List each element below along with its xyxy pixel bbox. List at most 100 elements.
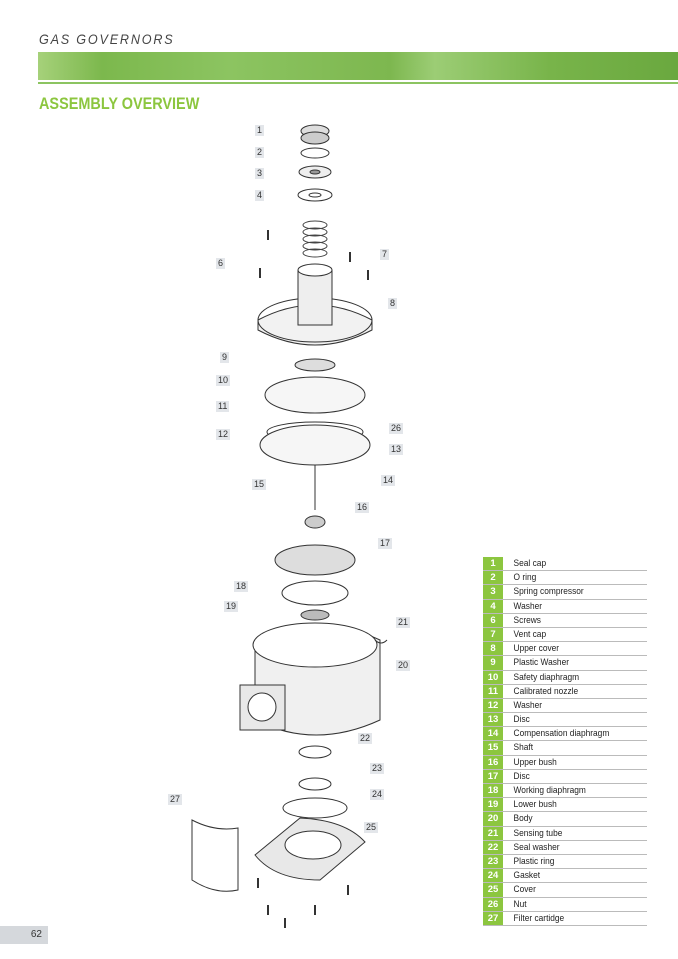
callout-label: 7 <box>380 249 390 260</box>
callout-label: 17 <box>378 538 393 549</box>
parts-list-row: 10 Safety diaphragm <box>483 670 647 685</box>
upper-cover <box>257 263 373 346</box>
part-name: O ring <box>513 572 537 584</box>
green-banner <box>38 52 678 80</box>
part-number: 3 <box>483 585 503 599</box>
part-name: Seal cap <box>513 558 547 569</box>
part-name: Safety diaphragm <box>513 671 580 683</box>
part-name: Compensation diaphragm <box>513 728 610 740</box>
callout-label: 12 <box>216 429 231 440</box>
part-name: Body <box>513 813 533 825</box>
callout-label: 23 <box>370 763 385 774</box>
callout-label: 13 <box>389 444 404 455</box>
parts-list-row: 18 Working diaphragm <box>483 784 647 799</box>
part-name: Plastic ring <box>513 855 555 867</box>
part-number: 4 <box>483 599 503 613</box>
part-number: 14 <box>483 727 503 741</box>
part-name: Washer <box>513 699 543 711</box>
part-number: 17 <box>483 769 503 783</box>
callout-label: 15 <box>252 479 267 490</box>
page-number: 62 <box>0 926 48 944</box>
parts-list-row: 19 Lower bush <box>483 798 647 813</box>
part-name: Vent cap <box>513 628 547 640</box>
parts-list-row: 11 Calibrated nozzle <box>483 684 647 699</box>
part-name: Calibrated nozzle <box>513 685 579 697</box>
callout-label: 24 <box>370 789 385 800</box>
part-name: Shaft <box>513 742 534 754</box>
callout-label: 10 <box>216 375 231 386</box>
callout-label: 9 <box>220 352 230 363</box>
spring <box>302 220 328 258</box>
part-name: Washer <box>513 600 543 612</box>
part-name: Gasket <box>513 870 541 882</box>
callout-label: 1 <box>255 125 265 136</box>
part-number: 6 <box>483 613 503 627</box>
parts-list-row: 4 Washer <box>483 599 647 614</box>
parts-list-row: 1 Seal cap <box>483 557 647 572</box>
part-name: Cover <box>513 884 536 896</box>
part-number: 22 <box>483 840 503 854</box>
parts-list-row: 2 O ring <box>483 571 647 586</box>
part-name: Lower bush <box>513 799 557 811</box>
callout-label: 21 <box>396 617 411 628</box>
part-number: 9 <box>483 656 503 670</box>
callout-label: 8 <box>388 298 398 309</box>
parts-list-row: 13 Disc <box>483 713 647 728</box>
callout-label: 6 <box>216 258 226 269</box>
part-number: 13 <box>483 713 503 727</box>
callout-label: 3 <box>255 168 265 179</box>
part-number: 1 <box>483 557 503 571</box>
callout-label: 16 <box>355 502 370 513</box>
screws <box>257 230 369 928</box>
seal-cap <box>300 124 330 145</box>
part-name: Nut <box>513 898 527 910</box>
part-number: 2 <box>483 571 503 585</box>
part-number: 11 <box>483 684 503 698</box>
part-number: 15 <box>483 741 503 755</box>
part-number: 26 <box>483 897 503 911</box>
banner-divider <box>38 82 678 84</box>
callout-label: 11 <box>216 401 230 412</box>
page-title: ASSEMBLY OVERVIEW <box>39 94 200 113</box>
parts-list-row: 26 Nut <box>483 897 647 912</box>
part-number: 23 <box>483 854 503 869</box>
part-number: 27 <box>483 911 503 925</box>
callout-label: 27 <box>168 794 183 805</box>
callout-label: 22 <box>358 733 373 744</box>
callout-label: 4 <box>255 190 265 201</box>
parts-list-row: 27 Filter cartidge <box>483 911 647 926</box>
callout-label: 25 <box>364 822 379 833</box>
part-name: Upper cover <box>513 643 560 655</box>
part-number: 20 <box>483 812 503 826</box>
callout-label: 20 <box>396 660 411 671</box>
part-number: 25 <box>483 883 503 897</box>
part-name: Filter cartidge <box>513 912 565 924</box>
part-number: 19 <box>483 798 503 812</box>
part-number: 24 <box>483 869 503 883</box>
part-name: Disc <box>513 714 530 726</box>
part-number: 16 <box>483 755 503 769</box>
parts-list-row: 14 Compensation diaphragm <box>483 727 647 742</box>
callout-label: 14 <box>381 475 396 486</box>
section-heading: GAS GOVERNORS <box>39 31 175 47</box>
part-number: 10 <box>483 670 503 684</box>
parts-list-row: 25 Cover <box>483 883 647 898</box>
part-name: Sensing tube <box>513 827 563 839</box>
part-number: 18 <box>483 784 503 798</box>
part-name: Working diaphragm <box>513 785 586 796</box>
parts-list-row: 23 Plastic ring <box>483 854 647 870</box>
body <box>239 622 381 736</box>
part-number: 12 <box>483 698 503 713</box>
